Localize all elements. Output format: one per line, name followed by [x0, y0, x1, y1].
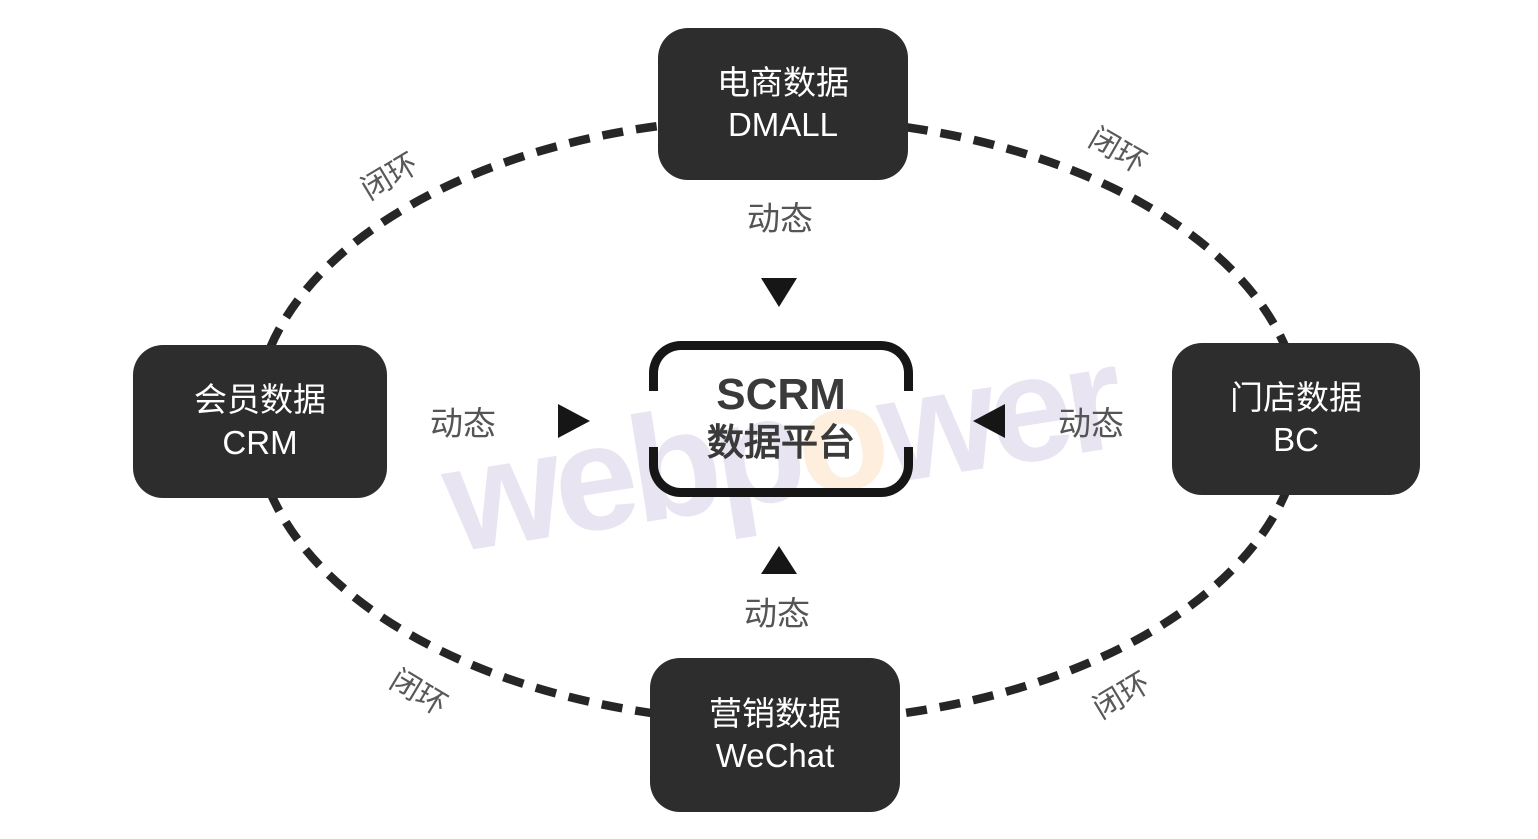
node-member-crm: 会员数据 CRM: [133, 345, 387, 498]
label-dynamic-left: 动态: [430, 405, 496, 442]
node-member-line1: 会员数据: [194, 381, 326, 419]
node-store-line2: BC: [1273, 421, 1319, 458]
node-ecommerce-line1: 电商数据: [717, 63, 849, 101]
label-dynamic-top: 动态: [747, 200, 813, 237]
label-dynamic-right: 动态: [1058, 405, 1124, 442]
node-ecommerce-line2: DMALL: [727, 106, 839, 143]
node-store-line1: 门店数据: [1230, 378, 1362, 416]
node-store-bc: 门店数据 BC: [1172, 343, 1420, 495]
node-marketing-line1: 营销数据: [709, 694, 841, 732]
node-member-line2: CRM: [222, 423, 298, 461]
label-dynamic-bottom: 动态: [744, 595, 810, 632]
center-bracket-top: [649, 341, 913, 391]
arrow-right-icon: [558, 404, 590, 438]
arrow-down-icon: [761, 278, 797, 307]
node-ecommerce-dmall: 电商数据 DMALL: [658, 28, 908, 180]
scrm-title: SCRM: [716, 370, 846, 420]
node-scrm-platform: SCRM 数据平台: [649, 341, 913, 497]
arrow-left-icon: [973, 404, 1005, 438]
center-bracket-bottom: [649, 447, 913, 497]
node-marketing-line2: WeChat: [715, 737, 835, 774]
arrow-up-icon: [761, 546, 797, 574]
scrm-subtitle: 数据平台: [707, 422, 855, 464]
node-marketing-wechat: 营销数据 WeChat: [650, 658, 900, 812]
